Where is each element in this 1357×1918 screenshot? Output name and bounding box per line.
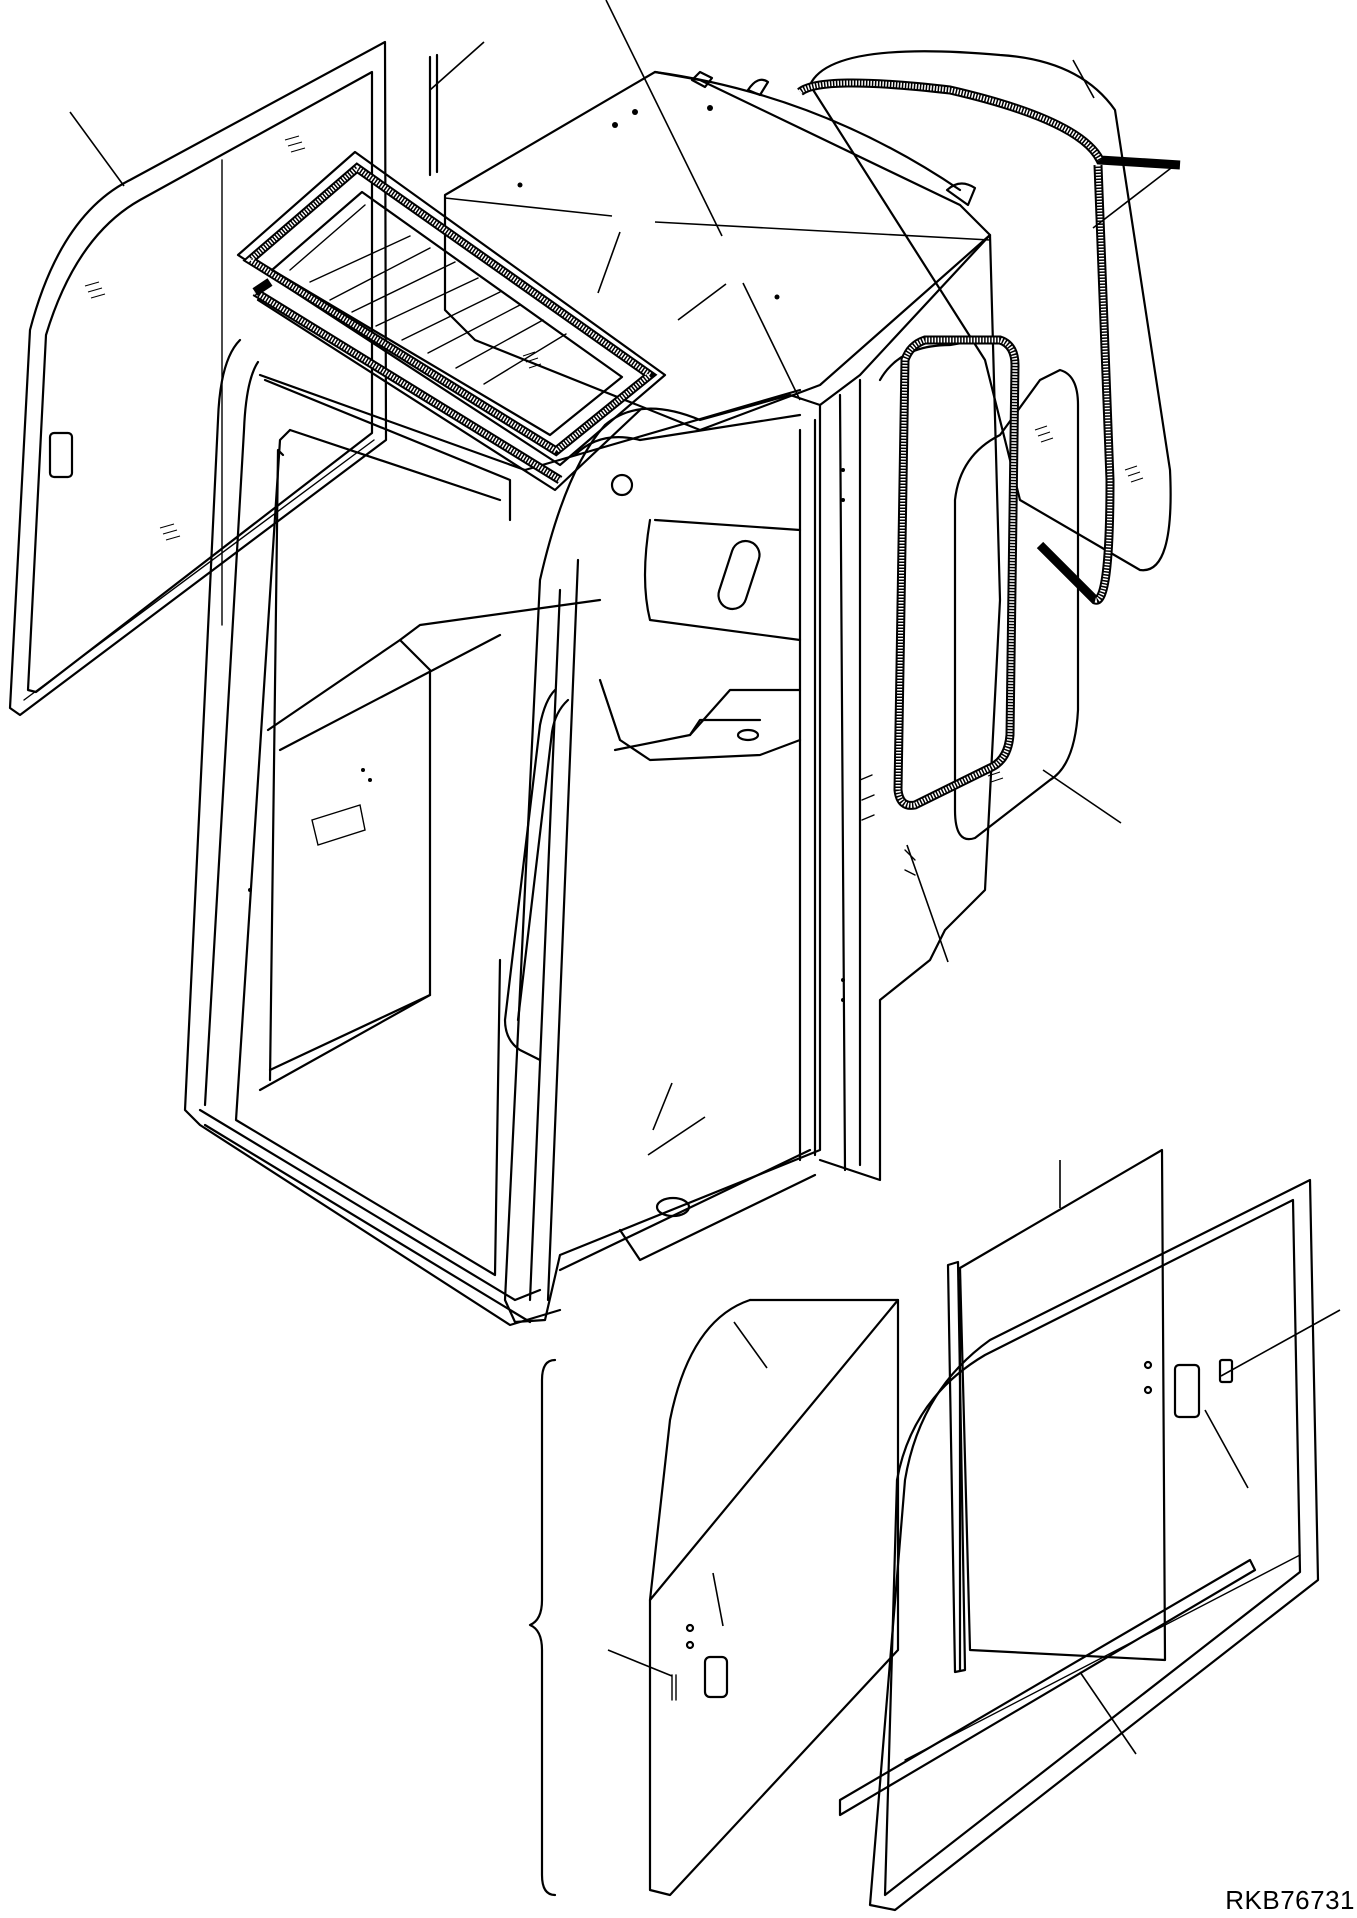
door-glass-latch bbox=[703, 1655, 729, 1699]
door-frame-catch bbox=[1218, 1358, 1234, 1384]
assembly-brace bbox=[528, 1358, 557, 1897]
door-frame-latch bbox=[1173, 1363, 1201, 1419]
left-window-latch bbox=[48, 431, 74, 479]
leader-lines bbox=[69, 0, 1341, 1755]
door-lower-glass bbox=[648, 1298, 900, 1897]
right-side-window-gasket bbox=[893, 335, 1020, 810]
drawing-code-label: RKB76731 bbox=[1225, 1885, 1355, 1915]
rear-window-glass bbox=[797, 50, 1181, 605]
left-side-glass-strip bbox=[428, 53, 439, 177]
roof-hatch bbox=[236, 150, 667, 492]
cab-frame bbox=[183, 70, 1002, 1327]
left-side-window-glass bbox=[8, 40, 388, 717]
door-frame bbox=[838, 1148, 1320, 1912]
